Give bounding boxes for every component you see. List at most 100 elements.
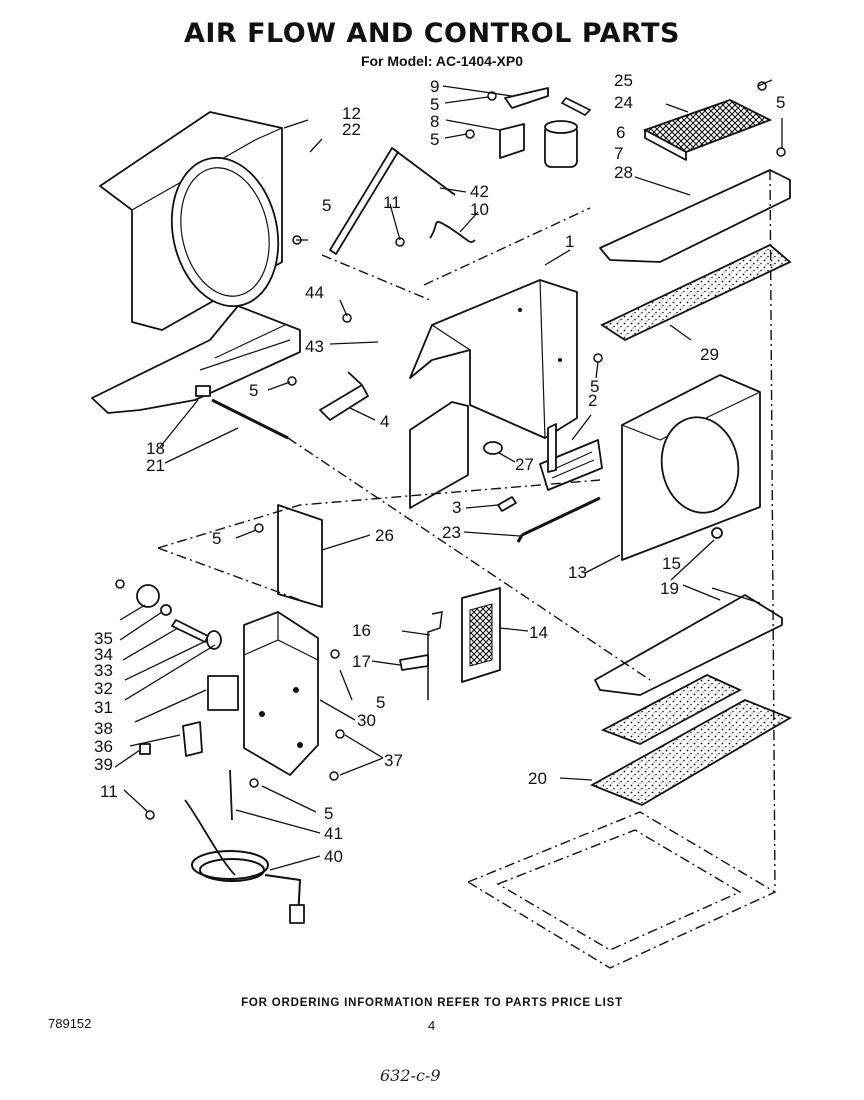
callout-39: 39 <box>94 755 113 774</box>
part-16-clip <box>427 611 443 700</box>
part-40-power-cord <box>191 850 305 924</box>
callout-33: 33 <box>94 661 113 680</box>
callout-37: 37 <box>384 751 403 770</box>
part-1-bulkhead <box>409 279 578 509</box>
callout-11: 11 <box>100 782 118 801</box>
part-2-switch-plate <box>539 423 603 491</box>
handwritten-note: 632-c-9 <box>380 1066 441 1085</box>
callout-labels: 9 5 8 5 25 24 5 6 7 28 12 22 42 11 10 5 … <box>94 71 785 866</box>
part-35-knob <box>136 584 160 608</box>
part-36-switch <box>182 721 203 757</box>
callout-10: 10 <box>470 200 489 219</box>
base-inner-dashed <box>496 829 742 951</box>
part-30-control-housing <box>243 611 319 776</box>
callout-22: 22 <box>342 120 361 139</box>
part-39-knob <box>139 743 151 755</box>
part-29-filter <box>600 243 792 342</box>
callout-38: 38 <box>94 719 113 738</box>
assembly-line <box>157 479 601 601</box>
part-14-grill-insert <box>461 587 501 683</box>
callout-2: 2 <box>588 391 597 410</box>
callout-43: 43 <box>305 337 324 356</box>
document-number: 789152 <box>48 1016 92 1031</box>
callout-8: 8 <box>430 112 439 131</box>
callout-5: 5 <box>430 130 439 149</box>
callout-5: 5 <box>590 377 599 396</box>
part-34-washer <box>160 604 172 616</box>
callout-44: 44 <box>305 283 324 302</box>
part-13-right-shroud <box>621 374 761 561</box>
part-42-rod <box>329 147 456 255</box>
base-outline-dashed <box>466 811 777 969</box>
part-19-tray <box>594 594 783 696</box>
part-23-rod <box>516 496 601 543</box>
part-33-shaft <box>171 619 209 643</box>
assembly-line <box>287 437 651 681</box>
part-41-ground-wire <box>184 769 236 876</box>
callout-4: 4 <box>380 412 389 431</box>
callout-1: 1 <box>565 232 574 251</box>
callout-24: 24 <box>614 93 633 112</box>
part-20-filter <box>589 699 793 806</box>
callout-30: 30 <box>357 711 376 730</box>
callout-17: 17 <box>352 652 371 671</box>
callout-5: 5 <box>249 381 258 400</box>
callout-5: 5 <box>376 693 385 712</box>
callout-23: 23 <box>442 523 461 542</box>
callout-5: 5 <box>324 804 333 823</box>
ordering-footer: FOR ORDERING INFORMATION REFER TO PARTS … <box>241 997 623 1009</box>
callout-15: 15 <box>662 554 681 573</box>
model-subtitle: For Model: AC-1404-XP0 <box>360 53 524 69</box>
callout-18: 18 <box>146 439 165 458</box>
callout-14: 14 <box>529 623 548 642</box>
callout-32: 32 <box>94 679 113 698</box>
part-10-wire <box>429 221 476 243</box>
callout-5: 5 <box>212 529 221 548</box>
callout-21: 21 <box>146 456 165 475</box>
part-7-capacitor <box>544 120 578 168</box>
callout-27: 27 <box>515 455 534 474</box>
diagram-title: AIR FLOW AND CONTROL PARTS <box>183 18 681 49</box>
callout-28: 28 <box>614 163 633 182</box>
callout-26: 26 <box>375 526 394 545</box>
callout-6: 6 <box>616 123 625 142</box>
part-17-clip <box>399 654 429 671</box>
part-24-filter-grille <box>642 99 773 161</box>
callout-11: 11 <box>383 193 401 212</box>
part-15-nut <box>711 527 723 539</box>
callout-35: 35 <box>94 629 113 648</box>
callout-31: 31 <box>94 698 113 717</box>
part-27-nut <box>483 441 503 455</box>
callout-42: 42 <box>470 182 489 201</box>
assembly-line <box>769 169 776 891</box>
callout-20: 20 <box>528 769 547 788</box>
callout-5: 5 <box>776 93 785 112</box>
part-3-clip <box>497 496 517 512</box>
callout-13: 13 <box>568 563 587 582</box>
callout-36: 36 <box>94 737 113 756</box>
page-number: 4 <box>428 1018 436 1033</box>
callout-41: 41 <box>324 824 343 843</box>
leader-lines <box>114 79 783 871</box>
callout-16: 16 <box>352 621 371 640</box>
callout-5: 5 <box>430 95 439 114</box>
part-4-bracket <box>319 371 369 421</box>
callout-19: 19 <box>660 579 679 598</box>
callout-29: 29 <box>700 345 719 364</box>
callout-7: 7 <box>614 144 623 163</box>
filter-pad-upper <box>600 673 743 745</box>
part-9-bracket <box>504 87 549 109</box>
callout-3: 3 <box>452 498 461 517</box>
callout-12: 12 <box>342 104 361 123</box>
part-26-cover-plate <box>277 504 323 608</box>
part-38-thermostat <box>207 675 239 711</box>
part-12-shroud <box>99 111 283 331</box>
part-21-rod <box>211 398 289 440</box>
part-8-bracket <box>499 123 525 159</box>
callout-9: 9 <box>430 77 439 96</box>
callout-34: 34 <box>94 645 113 664</box>
part-6-clamp <box>560 96 592 116</box>
callout-40: 40 <box>324 847 343 866</box>
